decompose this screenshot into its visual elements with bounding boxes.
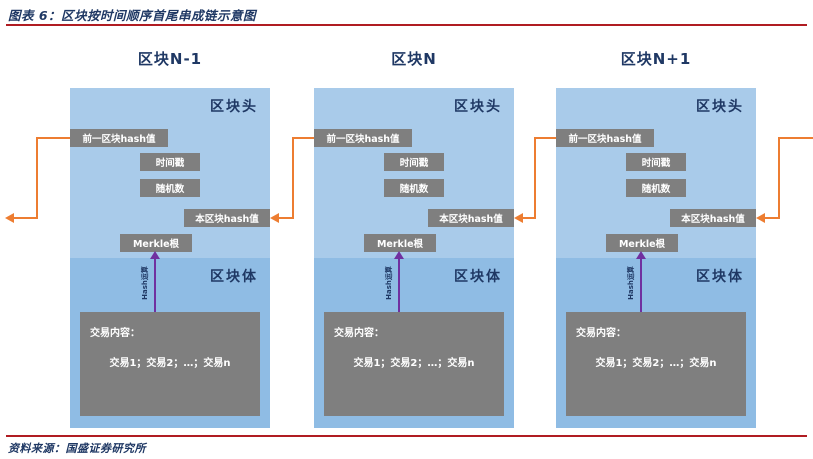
chain-line (279, 217, 293, 219)
chain-line (778, 137, 780, 219)
block-header-label: 区块头 (696, 99, 744, 115)
arrow-left-icon (5, 213, 14, 223)
prev-hash-box: 前一区块hash值 (556, 129, 654, 147)
block-n-1: 区块头 区块体 前一区块hash值 时间戳 随机数 本区块hash值 Merkl… (70, 88, 270, 428)
chain-line (765, 217, 779, 219)
merkle-root-box: Merkle根 (364, 234, 436, 252)
chain-line (292, 137, 314, 139)
nonce-box: 随机数 (384, 179, 444, 197)
hash-up-arrow (150, 251, 160, 312)
block-header-label: 区块头 (454, 99, 502, 115)
block-n+1: 区块头 区块体 前一区块hash值 时间戳 随机数 本区块hash值 Merkl… (556, 88, 756, 428)
timestamp-box: 时间戳 (626, 153, 686, 171)
hash-operation-label: Hash运算 (385, 266, 393, 300)
block-n: 区块头 区块体 前一区块hash值 时间戳 随机数 本区块hash值 Merkl… (314, 88, 514, 428)
this-hash-box: 本区块hash值 (184, 209, 270, 227)
this-hash-box: 本区块hash值 (670, 209, 756, 227)
hash-up-arrow (394, 251, 404, 312)
chain-line (36, 137, 38, 219)
block-header-label: 区块头 (210, 99, 258, 115)
prev-hash-box: 前一区块hash值 (314, 129, 412, 147)
block-title-n-1: 区块N-1 (137, 50, 203, 68)
tx-content-label: 交易内容： (576, 328, 626, 339)
arrow-left-icon (270, 213, 279, 223)
merkle-root-box: Merkle根 (606, 234, 678, 252)
figure-title: 图表 6：区块按时间顺序首尾串成链示意图 (8, 8, 257, 23)
chain-line (36, 137, 70, 139)
chain-line (534, 137, 556, 139)
source-note: 资料来源：国盛证券研究所 (8, 442, 146, 455)
arrow-up-icon (150, 251, 160, 259)
hash-operation-label: Hash运算 (141, 266, 149, 300)
tx-content-label: 交易内容： (90, 328, 140, 339)
bottom-rule (6, 435, 807, 437)
tx-content-label: 交易内容： (334, 328, 384, 339)
transactions-box: 交易内容： 交易1；交易2；…；交易n (80, 312, 260, 416)
arrow-up-icon (636, 251, 646, 259)
timestamp-box: 时间戳 (140, 153, 200, 171)
merkle-root-box: Merkle根 (120, 234, 192, 252)
hash-operation-label: Hash运算 (627, 266, 635, 300)
transactions-box: 交易内容： 交易1；交易2；…；交易n (566, 312, 746, 416)
tx-list-label: 交易1；交易2；…；交易n (353, 358, 475, 369)
block-body-label: 区块体 (454, 269, 502, 285)
block-header-section (556, 88, 756, 258)
nonce-box: 随机数 (140, 179, 200, 197)
timestamp-box: 时间戳 (384, 153, 444, 171)
nonce-box: 随机数 (626, 179, 686, 197)
block-header-section (70, 88, 270, 258)
chain-line (778, 137, 813, 139)
tx-list-label: 交易1；交易2；…；交易n (109, 358, 231, 369)
chain-line (534, 137, 536, 219)
transactions-box: 交易内容： 交易1；交易2；…；交易n (324, 312, 504, 416)
chain-line (14, 217, 37, 219)
arrow-left-icon (756, 213, 765, 223)
block-title-n+1: 区块N+1 (620, 50, 692, 68)
prev-hash-box: 前一区块hash值 (70, 129, 168, 147)
chain-line (292, 137, 294, 219)
block-body-label: 区块体 (210, 269, 258, 285)
block-body-label: 区块体 (696, 269, 744, 285)
chain-line (523, 217, 535, 219)
tx-list-label: 交易1；交易2；…；交易n (595, 358, 717, 369)
block-title-n: 区块N (391, 50, 437, 68)
block-header-section (314, 88, 514, 258)
hash-up-arrow (636, 251, 646, 312)
arrow-up-icon (394, 251, 404, 259)
arrow-left-icon (514, 213, 523, 223)
top-rule (6, 24, 807, 26)
this-hash-box: 本区块hash值 (428, 209, 514, 227)
